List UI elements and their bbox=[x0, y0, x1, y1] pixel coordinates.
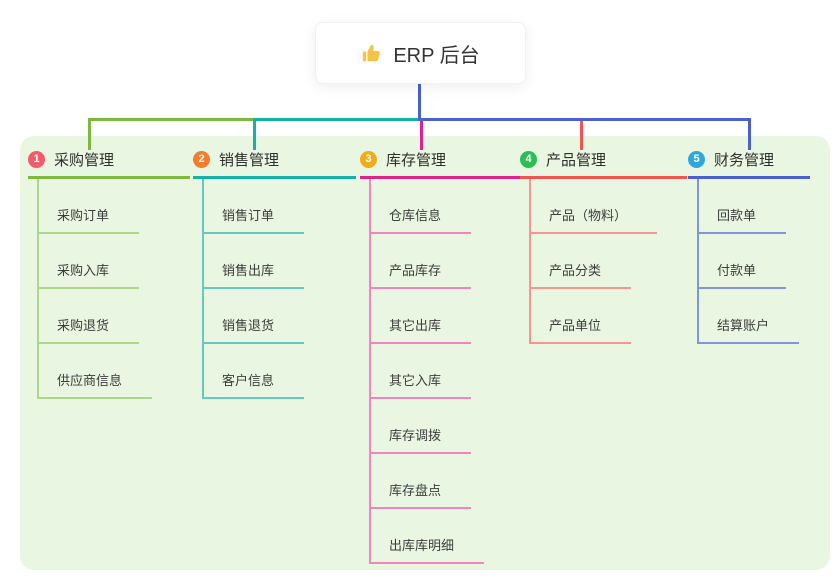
child-label: 采购订单 bbox=[39, 205, 140, 234]
branch-label: 产品管理 bbox=[546, 152, 607, 169]
child-item[interactable]: 出库库明细 bbox=[369, 509, 522, 564]
child-item[interactable]: 库存盘点 bbox=[369, 454, 522, 509]
branch-label: 采购管理 bbox=[54, 152, 115, 169]
branch-drop-line bbox=[253, 121, 256, 150]
branch-header[interactable]: 5 财务管理 bbox=[688, 146, 810, 179]
child-item[interactable]: 客户信息 bbox=[202, 344, 356, 399]
branch-drop-line bbox=[748, 121, 751, 150]
child-item[interactable]: 回款单 bbox=[697, 179, 810, 234]
child-item[interactable]: 采购入库 bbox=[37, 234, 190, 289]
child-label: 产品（物料） bbox=[531, 205, 658, 234]
branch: 5 财务管理 回款单付款单结算账户 bbox=[688, 146, 810, 344]
branch-drop-line bbox=[88, 121, 91, 150]
branch-children: 采购订单采购入库采购退货供应商信息 bbox=[37, 179, 190, 399]
branch: 2 销售管理 销售订单销售出库销售退货客户信息 bbox=[193, 146, 356, 399]
child-label: 供应商信息 bbox=[39, 370, 153, 399]
child-item[interactable]: 销售退货 bbox=[202, 289, 356, 344]
branch-drop-line bbox=[420, 121, 423, 150]
branch-label: 库存管理 bbox=[386, 152, 447, 169]
branch-header[interactable]: 3 库存管理 bbox=[360, 146, 522, 179]
child-label: 库存调拨 bbox=[371, 425, 472, 454]
child-label: 销售出库 bbox=[204, 260, 305, 289]
child-label: 产品分类 bbox=[531, 260, 632, 289]
trunk-segment bbox=[253, 118, 418, 121]
child-item[interactable]: 产品库存 bbox=[369, 234, 522, 289]
branch-children: 销售订单销售出库销售退货客户信息 bbox=[202, 179, 356, 399]
child-item[interactable]: 产品（物料） bbox=[529, 179, 687, 234]
branch-children: 产品（物料） 产品分类产品单位 bbox=[529, 179, 687, 344]
branch-header[interactable]: 1 采购管理 bbox=[28, 146, 190, 179]
branch: 1 采购管理 采购订单采购入库采购退货供应商信息 bbox=[28, 146, 190, 399]
child-label: 出库库明细 bbox=[371, 535, 485, 564]
branch-children: 仓库信息产品库存其它出库其它入库库存调拨库存盘点出库库明细 bbox=[369, 179, 522, 564]
child-item[interactable]: 仓库信息 bbox=[369, 179, 522, 234]
branch-label: 销售管理 bbox=[219, 152, 280, 169]
branch-header[interactable]: 2 销售管理 bbox=[193, 146, 356, 179]
branch: 3 库存管理 仓库信息产品库存其它出库其它入库库存调拨库存盘点出库库明细 bbox=[360, 146, 522, 564]
root-label: ERP 后台 bbox=[393, 44, 480, 67]
child-item[interactable]: 采购退货 bbox=[37, 289, 190, 344]
branch-number-badge: 2 bbox=[193, 151, 210, 168]
child-item[interactable]: 销售订单 bbox=[202, 179, 356, 234]
child-label: 产品库存 bbox=[371, 260, 472, 289]
root-node[interactable]: ERP 后台 bbox=[315, 22, 526, 84]
branch-number-badge: 5 bbox=[688, 151, 705, 168]
child-item[interactable]: 库存调拨 bbox=[369, 399, 522, 454]
branch-drop-line bbox=[580, 121, 583, 150]
branch: 4 产品管理 产品（物料） 产品分类产品单位 bbox=[520, 146, 687, 344]
child-label: 库存盘点 bbox=[371, 480, 472, 509]
child-label: 仓库信息 bbox=[371, 205, 472, 234]
child-item[interactable]: 其它出库 bbox=[369, 289, 522, 344]
child-item[interactable]: 采购订单 bbox=[37, 179, 190, 234]
branch-header[interactable]: 4 产品管理 bbox=[520, 146, 687, 179]
trunk-segment bbox=[418, 118, 751, 121]
child-item[interactable]: 销售出库 bbox=[202, 234, 356, 289]
child-label: 结算账户 bbox=[699, 315, 800, 344]
branch-label: 财务管理 bbox=[714, 152, 775, 169]
branch-children: 回款单付款单结算账户 bbox=[697, 179, 810, 344]
root-stem-line bbox=[418, 82, 421, 121]
child-label: 其它出库 bbox=[371, 315, 472, 344]
child-label: 回款单 bbox=[699, 205, 787, 234]
child-item[interactable]: 供应商信息 bbox=[37, 344, 190, 399]
child-item[interactable]: 其它入库 bbox=[369, 344, 522, 399]
child-label: 销售订单 bbox=[204, 205, 305, 234]
child-label: 采购入库 bbox=[39, 260, 140, 289]
child-item[interactable]: 结算账户 bbox=[697, 289, 810, 344]
child-label: 付款单 bbox=[699, 260, 787, 289]
child-item[interactable]: 产品分类 bbox=[529, 234, 687, 289]
child-item[interactable]: 产品单位 bbox=[529, 289, 687, 344]
child-item[interactable]: 付款单 bbox=[697, 234, 810, 289]
trunk-segment bbox=[88, 118, 253, 121]
child-label: 销售退货 bbox=[204, 315, 305, 344]
thumbs-up-icon bbox=[361, 42, 383, 64]
child-label: 采购退货 bbox=[39, 315, 140, 344]
child-label: 产品单位 bbox=[531, 315, 632, 344]
child-label: 客户信息 bbox=[204, 370, 305, 399]
branch-number-badge: 4 bbox=[520, 151, 537, 168]
branch-number-badge: 3 bbox=[360, 151, 377, 168]
child-label: 其它入库 bbox=[371, 370, 472, 399]
branch-number-badge: 1 bbox=[28, 151, 45, 168]
branches-panel bbox=[20, 136, 830, 570]
